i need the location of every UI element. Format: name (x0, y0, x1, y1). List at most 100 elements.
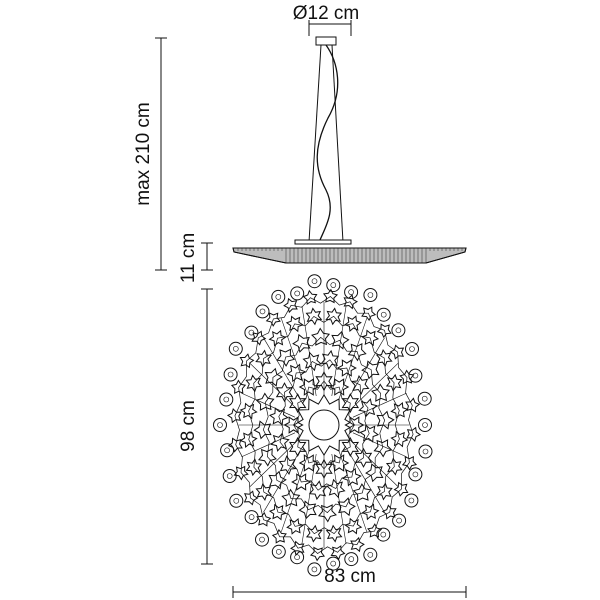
lace-edge-bead-center (224, 447, 230, 454)
lace-motif (393, 481, 409, 497)
lace-edge-bead-center (409, 346, 415, 352)
lace-motif (381, 504, 397, 520)
lace-edge-bead-center (330, 560, 337, 567)
lace-motif (352, 483, 372, 502)
lace-motif (361, 360, 380, 380)
lace-edge-bead-center (422, 448, 429, 455)
lace-motif (390, 402, 409, 419)
lace-motif (376, 410, 395, 430)
lace-motif (298, 500, 317, 520)
lace-motif (385, 373, 403, 392)
lace-motif (283, 416, 304, 434)
lace-motif (371, 383, 391, 402)
lace-motif (399, 369, 415, 385)
lace-motif (343, 294, 358, 310)
lace-ring (234, 296, 414, 554)
lace-edge-bead (307, 562, 322, 577)
lace-motif (375, 349, 393, 368)
lace-edge-bead (417, 391, 432, 406)
lace-edge-bead (405, 342, 419, 356)
lace-edge-bead-center (367, 551, 374, 558)
lace-edge-bead-center (412, 372, 419, 379)
lace-spoke (249, 439, 299, 487)
lace-edge-bead-center (311, 566, 318, 573)
lace-motif (276, 348, 296, 367)
lace-motif (405, 397, 421, 413)
lace-ring (278, 359, 370, 491)
lace-spoke (349, 439, 399, 487)
lace-motif (288, 436, 307, 457)
panel-width-label: 83 cm (324, 566, 376, 587)
lace-edge-bead (223, 367, 238, 382)
lace-motif (286, 518, 305, 535)
lace-edge-bead-center (422, 422, 428, 428)
lace-motif (311, 327, 331, 346)
lace-edge-bead-center (233, 345, 239, 352)
lace-motif (230, 379, 247, 395)
lace-edge-bead (228, 341, 243, 356)
lace-spoke (301, 305, 317, 397)
lace-motif (350, 536, 365, 553)
lace-motif (343, 315, 362, 332)
lace-motif (264, 367, 283, 387)
lace-edge-bead-center (248, 329, 255, 336)
shade-body (232, 247, 467, 264)
lace-motif (373, 439, 393, 458)
max-height-dimension (155, 37, 167, 271)
canopy-diameter-dimension (308, 20, 352, 36)
shade-top-plate (294, 239, 352, 245)
suspension-cable-right (331, 44, 344, 243)
lace-edge-bead (271, 544, 286, 559)
lace-edge-bead (255, 532, 269, 547)
lace-edge-bead-center (233, 497, 240, 504)
lace-edge-bead (255, 304, 270, 319)
lace-edge-bead-center (217, 422, 223, 428)
lace-edge-bead-center (227, 371, 234, 378)
lace-motif (285, 315, 304, 333)
lace-edge-bead (213, 418, 227, 432)
lace-edge-bead-center (380, 311, 387, 318)
lace-motif (270, 432, 290, 452)
panel-height-dimension (201, 288, 213, 565)
lace-spoke (338, 450, 368, 532)
lace-motif (268, 470, 287, 490)
lace-motif (286, 363, 307, 383)
lace-spoke (241, 392, 296, 418)
lace-spoke (338, 318, 368, 400)
lace-edge-bead (404, 493, 419, 508)
ceiling-canopy (315, 36, 337, 46)
lace-spoke (352, 432, 407, 458)
lace-edge-bead (271, 289, 286, 304)
lace-edge-bead (307, 274, 322, 289)
lace-motif (255, 349, 273, 368)
lace-motif (406, 426, 422, 442)
lace-motif (322, 288, 339, 304)
lace-motif (385, 457, 403, 476)
lace-motif (255, 482, 273, 501)
lace-spoke (352, 392, 407, 418)
lace-motif (283, 297, 298, 314)
lace-edge-bead (418, 418, 432, 432)
lace-motif (341, 467, 362, 487)
lace-edge-bead (408, 368, 423, 383)
lace-edge-bead-center (396, 517, 402, 524)
lace-motif (288, 393, 307, 414)
lace-motif (291, 473, 312, 491)
lace-edge-bead-center (367, 292, 374, 298)
lace-motif (341, 393, 360, 414)
lace-motif (354, 447, 373, 468)
lace-motif (326, 478, 346, 499)
lace-motif (401, 455, 418, 471)
lace-motif (330, 545, 346, 561)
lace-motif (336, 359, 357, 377)
lace-edge-bead-center (311, 278, 318, 285)
lace-motif (317, 504, 337, 523)
lace-motif (347, 342, 367, 362)
lace-motif (390, 430, 409, 448)
lace-motif (361, 306, 377, 322)
lace-motif (367, 523, 383, 538)
lace-motif (325, 524, 343, 543)
lace-motif (290, 540, 305, 556)
lace-motif (226, 408, 242, 424)
lace-ring (262, 336, 386, 514)
